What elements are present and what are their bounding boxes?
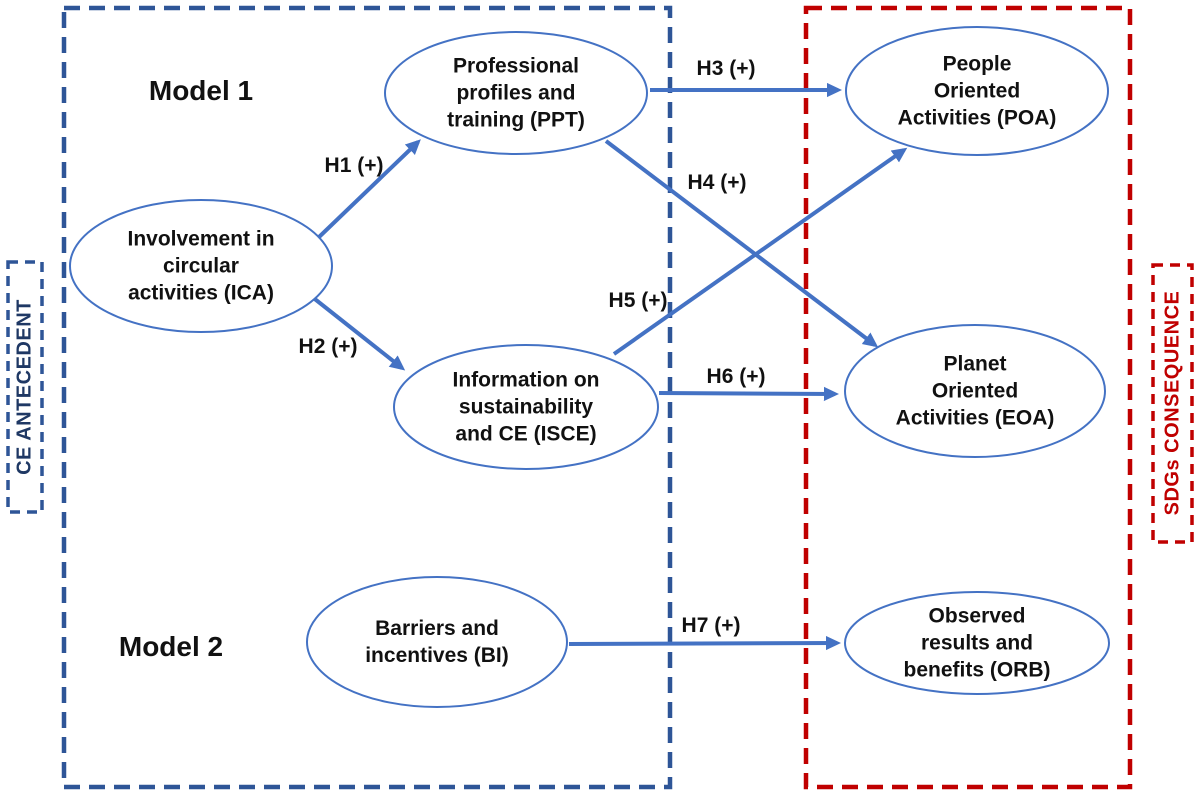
node-label-line: Oriented: [931, 379, 1019, 403]
node-label-isce: Information on sustainability and CE (IS…: [453, 367, 600, 448]
hypothesis-label-h5: H5 (+): [608, 289, 668, 312]
model-2-label: Model 2: [118, 631, 224, 662]
node-eoa-ellipse: [844, 324, 1106, 458]
edge-h5-arrow: [612, 147, 908, 356]
node-label-line: Activities (EOA): [895, 406, 1055, 430]
node-label-line: training (PPT): [447, 108, 585, 132]
edge-h4-arrow: [604, 139, 879, 348]
node-label-eoa: Planet Oriented Activities (EOA): [896, 351, 1055, 432]
node-label-line: benefits (ORB): [903, 658, 1051, 682]
node-ppt-ellipse: [384, 31, 648, 155]
hypothesis-label-h3: H3 (+): [696, 57, 756, 80]
node-label-line: Planet: [943, 352, 1007, 376]
node-ica-ellipse: [69, 199, 333, 333]
sdgs-consequence-region-box: [803, 5, 1133, 790]
hypothesis-label-h7: H7 (+): [681, 614, 741, 637]
node-label-line: Information on: [452, 368, 600, 392]
node-label-line: Activities (POA): [897, 106, 1057, 130]
node-label-orb: Observed results and benefits (ORB): [904, 603, 1051, 684]
node-label-poa: People Oriented Activities (POA): [898, 51, 1057, 132]
node-label-ica: Involvement in circular activities (ICA): [127, 226, 274, 307]
edge-h2-arrow: [309, 294, 406, 371]
edge-h6-arrow: [658, 386, 839, 402]
node-label-line: profiles and: [456, 81, 576, 105]
node-label-line: Observed: [928, 604, 1026, 628]
node-label-line: People: [942, 52, 1012, 76]
node-label-line: and CE (ISCE): [455, 422, 597, 446]
hypothesis-label-h6: H6 (+): [706, 365, 766, 388]
hypothesis-label-h4: H4 (+): [687, 171, 747, 194]
node-label-line: results and: [920, 631, 1034, 655]
node-label-line: circular: [163, 254, 239, 278]
edge-h1-arrow: [316, 139, 421, 240]
node-label-bi: Barriers and incentives (BI): [365, 615, 509, 669]
sdgs-consequence-label: SDGs CONSEQUENCE: [1161, 290, 1184, 516]
node-label-line: Professional: [452, 54, 580, 78]
node-label-line: incentives (BI): [365, 644, 509, 667]
node-label-line: Oriented: [933, 79, 1021, 103]
sdgs-consequence-label-box: [1151, 263, 1194, 544]
model-1-label: Model 1: [148, 75, 254, 106]
ce-antecedent-label: CE ANTECEDENT: [13, 299, 36, 475]
node-label-line: Barriers and: [375, 617, 499, 640]
ce-antecedent-region-box: [61, 5, 673, 790]
node-bi-ellipse: [306, 576, 568, 708]
node-isce-ellipse: [393, 344, 659, 470]
node-label-ppt: Professional profiles and training (PPT): [447, 53, 585, 134]
hypothesis-label-h1: H1 (+): [324, 154, 384, 177]
node-label-line: activities (ICA): [128, 281, 274, 305]
node-orb-ellipse: [844, 591, 1110, 695]
edge-h7-arrow: [568, 635, 841, 651]
ce-antecedent-label-box: [6, 260, 44, 514]
hypothesis-label-h2: H2 (+): [298, 335, 358, 358]
node-poa-ellipse: [845, 26, 1109, 156]
node-label-line: Involvement in: [127, 227, 275, 251]
node-label-line: sustainability: [458, 395, 594, 419]
